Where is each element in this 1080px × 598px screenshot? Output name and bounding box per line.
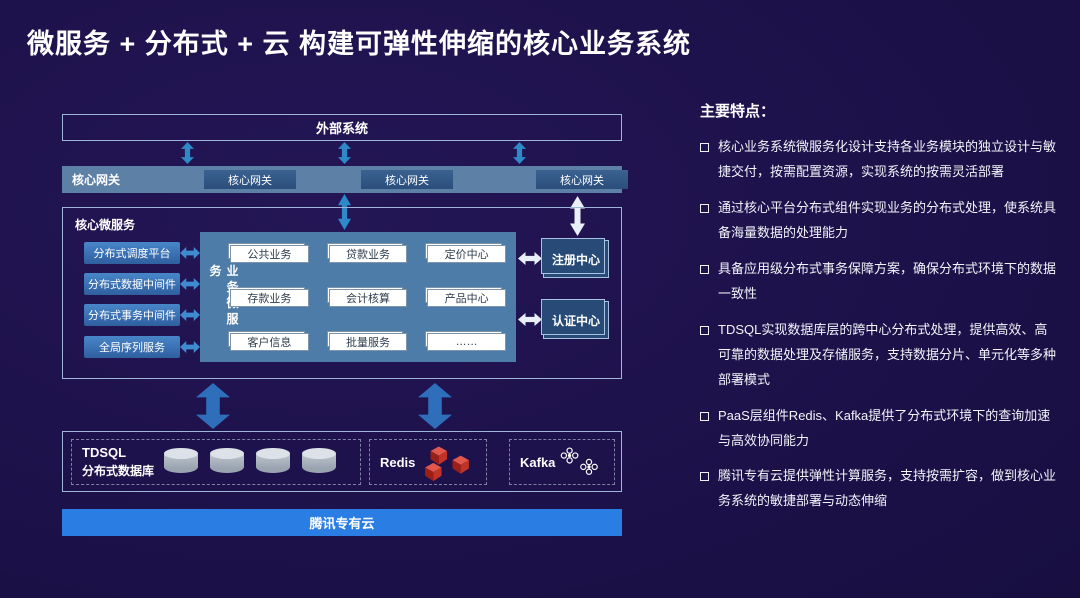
gateway-node: 核心网关 — [536, 170, 628, 189]
feature-text: TDSQL实现数据库层的跨中心分布式处理，提供高效、高可靠的数据处理及存储服务，… — [718, 321, 1057, 387]
square-bullet-icon — [700, 411, 709, 421]
tencent-cloud-bar: 腾讯专有云 — [62, 509, 622, 536]
feature-item: 核心业务系统微服务化设计支持各业务模块的独立设计与敏捷交付，按需配置资源，实现系… — [700, 135, 1056, 185]
registry-center-box: 注册中心 — [543, 240, 609, 278]
gateway-node: 核心网关 — [361, 170, 453, 189]
tdsql-name: TDSQL — [82, 444, 127, 460]
service-card: …… — [427, 333, 506, 351]
feature-item: 具备应用级分布式事务保障方案，确保分布式环境下的数据一致性 — [700, 257, 1056, 307]
gateway-bar-label: 核心网关 — [72, 173, 121, 187]
business-services-panel: 业务微服务 公共业务 贷款业务 定价中心 存款业务 会计核算 产品中心 客户信息… — [200, 232, 516, 362]
redis-cube-icon — [425, 446, 469, 482]
kafka-label: Kafka — [520, 454, 556, 470]
middleware-box: 全局序列服务 — [84, 336, 180, 358]
square-bullet-icon — [700, 203, 709, 213]
feature-text: 通过核心平台分布式组件实现业务的分布式处理，使系统具备海量数据的处理能力 — [718, 199, 1057, 240]
service-card: 产品中心 — [427, 289, 506, 307]
bidirectional-arrow-icon — [338, 194, 351, 230]
bidirectional-arrow-icon — [181, 142, 194, 164]
square-bullet-icon — [700, 143, 709, 152]
square-bullet-icon — [700, 472, 709, 482]
feature-text: PaaS层组件Redis、Kafka提供了分布式环境下的查询加速与高效协同能力 — [718, 407, 1051, 448]
database-cylinder-icon — [256, 448, 290, 473]
feature-item: 通过核心平台分布式组件实现业务的分布式处理，使系统具备海量数据的处理能力 — [700, 196, 1056, 246]
service-card: 贷款业务 — [328, 245, 408, 263]
kafka-dots-icon — [561, 447, 599, 475]
external-system-label: 外部系统 — [315, 121, 368, 136]
feature-text: 核心业务系统微服务化设计支持各业务模块的独立设计与敏捷交付，按需配置资源，实现系… — [718, 139, 1057, 179]
data-layer-box: TDSQL 分布式数据库 Redis Kafka — [62, 431, 622, 492]
database-cylinders — [164, 448, 336, 473]
tdsql-section: TDSQL 分布式数据库 — [71, 439, 361, 485]
external-system-box: 外部系统 — [62, 114, 622, 141]
redis-section: Redis — [369, 439, 487, 485]
database-cylinder-icon — [210, 448, 244, 473]
middleware-box: 分布式调度平台 — [84, 242, 180, 264]
service-card: 存款业务 — [230, 289, 309, 307]
service-card: 会计核算 — [328, 289, 408, 307]
bidirectional-arrow-icon — [513, 142, 526, 164]
service-card: 定价中心 — [427, 245, 506, 263]
bidirectional-arrow-icon — [518, 252, 542, 265]
bidirectional-arrow-icon — [180, 341, 200, 353]
feature-item: TDSQL实现数据库层的跨中心分布式处理，提供高效、高可靠的数据处理及存储服务，… — [700, 318, 1056, 393]
database-cylinder-icon — [164, 448, 198, 473]
gateway-bar: 核心网关 核心网关 核心网关 核心网关 — [62, 166, 628, 193]
tdsql-description: 分布式数据库 — [82, 463, 155, 478]
bidirectional-arrow-icon — [338, 142, 351, 164]
feature-text: 腾讯专有云提供弹性计算服务，支持按需扩容，做到核心业务系统的敏捷部署与动态伸缩 — [718, 468, 1057, 509]
page-title: 微服务 + 分布式 + 云 构建可弹性伸缩的核心业务系统 — [27, 29, 692, 59]
service-card: 客户信息 — [230, 333, 309, 351]
bidirectional-arrow-icon — [518, 313, 542, 326]
bidirectional-arrow-icon — [180, 278, 200, 290]
feature-item: 腾讯专有云提供弹性计算服务，支持按需扩容，做到核心业务系统的敏捷部署与动态伸缩 — [700, 464, 1056, 514]
core-microservices-label: 核心微服务 — [75, 218, 136, 232]
square-bullet-icon — [700, 325, 709, 335]
bidirectional-arrow-icon — [180, 247, 200, 259]
tdsql-label-block: TDSQL 分布式数据库 — [82, 444, 154, 480]
bidirectional-arrow-icon — [180, 309, 200, 321]
service-card: 公共业务 — [230, 245, 309, 263]
kafka-section: Kafka — [509, 439, 615, 485]
middleware-box: 分布式事务中间件 — [84, 304, 180, 326]
bidirectional-arrow-icon — [196, 383, 230, 429]
auth-center-box: 认证中心 — [543, 301, 609, 339]
core-microservices-box: 核心微服务 — [62, 207, 622, 379]
bidirectional-arrow-icon — [570, 196, 585, 236]
square-bullet-icon — [700, 264, 709, 274]
database-cylinder-icon — [302, 448, 336, 473]
feature-text: 具备应用级分布式事务保障方案，确保分布式环境下的数据一致性 — [718, 260, 1057, 301]
bidirectional-arrow-icon — [418, 383, 452, 429]
redis-label: Redis — [380, 454, 416, 470]
service-cards-grid: 公共业务 贷款业务 定价中心 存款业务 会计核算 产品中心 客户信息 批量服务 … — [230, 245, 506, 351]
feature-item: PaaS层组件Redis、Kafka提供了分布式环境下的查询加速与高效协同能力 — [700, 404, 1056, 454]
features-panel: 主要特点： 核心业务系统微服务化设计支持各业务模块的独立设计与敏捷交付，按需配置… — [700, 100, 1056, 525]
service-card: 批量服务 — [328, 333, 408, 351]
features-heading: 主要特点： — [700, 103, 776, 120]
middleware-box: 分布式数据中间件 — [84, 273, 180, 295]
gateway-node: 核心网关 — [204, 170, 296, 189]
